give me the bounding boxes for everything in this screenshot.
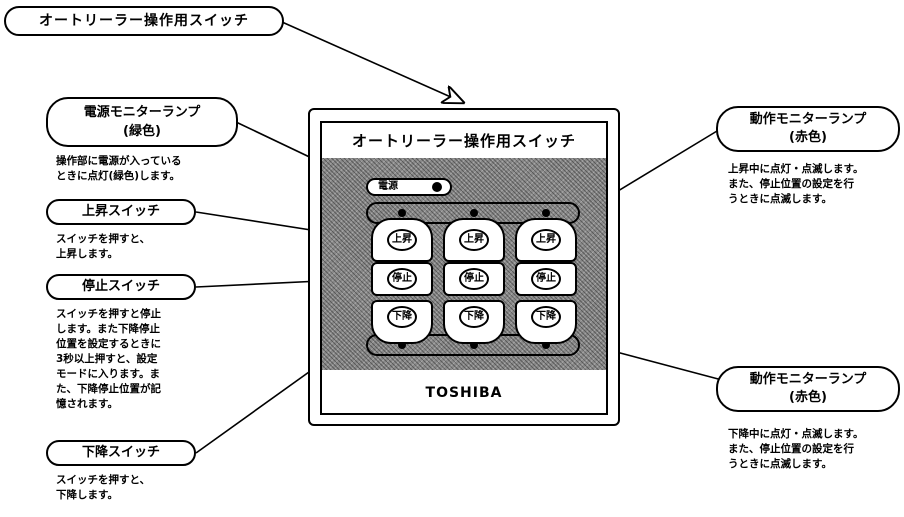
up-lamp-2	[470, 209, 478, 217]
panel-title: オートリーラー操作用スイッチ	[351, 132, 576, 150]
stop-button-1-label: 停止	[387, 268, 417, 290]
op-lamp-bottom-label: 動作モニターランプ	[749, 372, 867, 387]
op-lamp-top-callout: 動作モニターランプ (赤色)	[716, 106, 900, 152]
power-lamp-label: 電源モニターランプ	[83, 105, 201, 120]
stop-switch-callout: 停止スイッチ	[46, 274, 196, 300]
op-lamp-top-label: 動作モニターランプ	[749, 112, 867, 127]
power-lamp-indicator	[432, 182, 442, 192]
op-lamp-top-color: (赤色)	[789, 130, 827, 145]
down-button-2-label: 下降	[459, 306, 489, 328]
up-button-2-label: 上昇	[459, 229, 489, 251]
diagram-title: オートリーラー操作用スイッチ	[4, 6, 284, 36]
power-lamp-description: 操作部に電源が入っている ときに点灯(緑色)します。	[56, 155, 182, 182]
up-lamp-3	[542, 209, 550, 217]
up-lamp-1	[398, 209, 406, 217]
down-button-1-label: 下降	[387, 306, 417, 328]
stop-button-2-label: 停止	[459, 268, 489, 290]
stop-switch-description: スイッチを押すと停止 します。また下降停止 位置を設定するときに 3秒以上押すと…	[56, 308, 161, 410]
down-lamp-2	[470, 341, 478, 349]
down-lamp-3	[542, 341, 550, 349]
power-lamp-color: (緑色)	[123, 124, 161, 139]
down-lamp-1	[398, 341, 406, 349]
op-lamp-bottom-color: (赤色)	[789, 390, 827, 405]
down-switch-callout: 下降スイッチ	[46, 440, 196, 466]
down-switch-description: スイッチを押すと、 下降します。	[56, 474, 151, 501]
up-button-3-label: 上昇	[531, 229, 561, 251]
up-switch-callout: 上昇スイッチ	[46, 199, 196, 225]
op-lamp-top-description: 上昇中に点灯・点滅します。 また、停止位置の設定を行 うときに点滅します。	[728, 163, 864, 205]
stop-button-3-label: 停止	[531, 268, 561, 290]
power-lamp-callout: 電源モニターランプ (緑色)	[46, 97, 238, 147]
power-label: 電源	[378, 181, 398, 192]
op-lamp-bottom-description: 下降中に点灯・点滅します。 また、停止位置の設定を行 うときに点滅します。	[728, 428, 864, 470]
up-switch-description: スイッチを押すと、 上昇します。	[56, 233, 151, 260]
op-lamp-bottom-callout: 動作モニターランプ (赤色)	[716, 366, 900, 412]
brand-logo: TOSHIBA	[425, 385, 503, 401]
power-lamp: 電源	[366, 178, 452, 196]
up-button-1-label: 上昇	[387, 229, 417, 251]
down-button-3-label: 下降	[531, 306, 561, 328]
title-leader	[281, 21, 462, 102]
